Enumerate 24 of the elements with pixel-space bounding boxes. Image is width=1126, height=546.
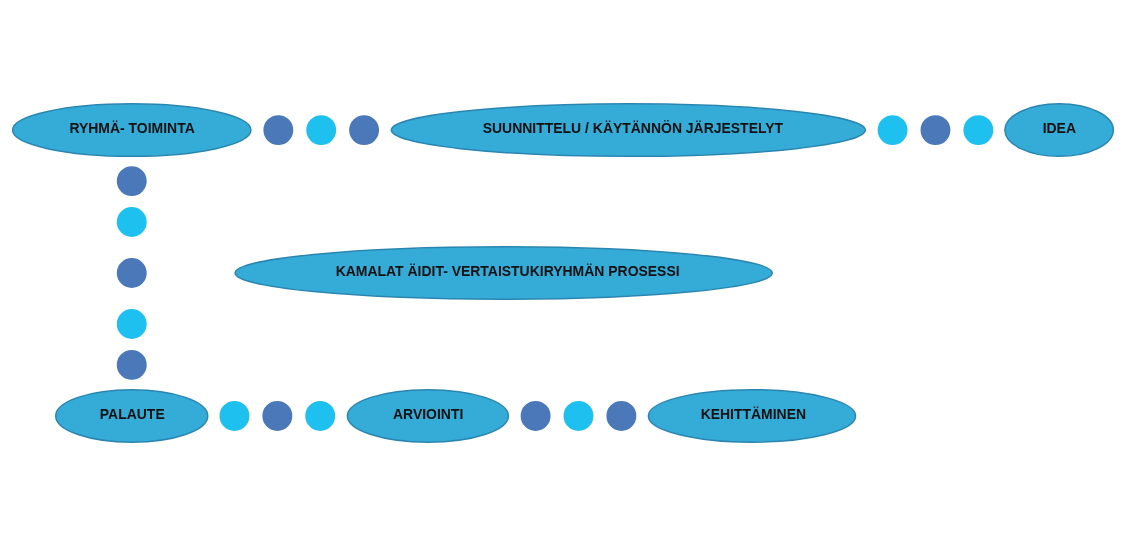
node-ellipse: SUUNNITTELU / KÄYTÄNNÖN JÄRJESTELYT [390,103,867,158]
node-circle [114,205,149,239]
node-circle [114,347,149,382]
node-circle [114,307,149,341]
node-ellipse: IDEA [1004,103,1115,158]
node-circle [260,398,295,433]
node-ellipse: KEHITTÄMINEN [647,388,857,443]
node-circle [114,256,149,290]
node-circle [961,113,996,148]
node-ellipse: PALAUTE [54,388,209,443]
node-circle [114,164,149,199]
node-circle [918,113,953,148]
node-circle [304,113,339,148]
node-circle [217,398,252,433]
node-circle [303,398,338,433]
node-ellipse: RYHMÄ- TOIMINTA [11,103,252,158]
node-circle [347,113,382,148]
node-circle [604,398,639,433]
node-ellipse: ARVIOINTI [346,388,510,443]
node-circle [518,398,553,433]
node-ellipse: KAMALAT ÄIDIT- VERTAISTUKIRYHMÄN PROSESSI [234,246,773,300]
node-circle [261,113,296,148]
node-circle [875,113,910,148]
node-circle [561,398,596,433]
